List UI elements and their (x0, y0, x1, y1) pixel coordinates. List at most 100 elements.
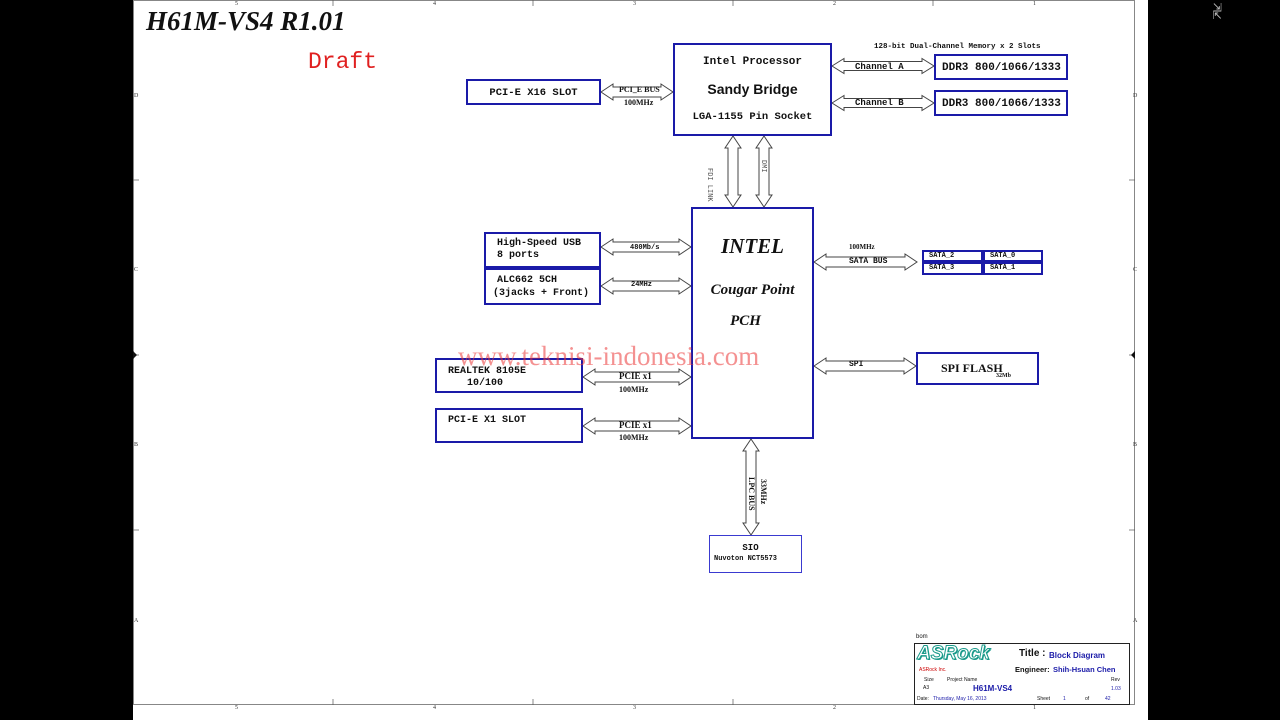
ddr3-slot-a: DDR3 800/1066/1333 (934, 54, 1068, 80)
pch-codename: Cougar Point (710, 282, 795, 298)
lpc-bus-label: LPC BUS (747, 477, 756, 511)
sheet-value: 1 (1063, 696, 1066, 702)
zone-number-top: 4 (433, 1, 436, 7)
zone-letter-right: A (1133, 618, 1138, 624)
size-label: Size (924, 677, 934, 683)
usb-speed-label: 480Mb/s (630, 244, 660, 252)
project-label: Project Name (947, 677, 978, 683)
lan-block: REALTEK 8105E 10/100 (435, 358, 583, 393)
audio-codec-detail: (3jacks + Front) (493, 288, 590, 299)
spi-flash-block: SPI FLASH 32Mb (916, 352, 1039, 385)
channel-b-label: Channel B (855, 98, 904, 108)
dmi-label: DMI (759, 160, 767, 173)
rev-label: Rev (1111, 677, 1120, 683)
sata-port-label: SATA_0 (990, 252, 1016, 260)
sata-bus-arrow (813, 253, 918, 271)
usb-ports: 8 ports (497, 250, 540, 261)
sata-port-2: SATA_2 (922, 250, 983, 262)
pcie-x1-slot: PCI-E X1 SLOT (435, 408, 583, 443)
lan-speed: 10/100 (467, 378, 504, 389)
of-value: 42 (1105, 696, 1111, 702)
zone-number-bottom: 1 (1033, 705, 1036, 711)
cpu-label: Intel Processor (702, 56, 803, 68)
exit-fullscreen-icon[interactable]: ⇲⇱ (1212, 1, 1222, 22)
zone-number-bottom: 2 (833, 705, 836, 711)
date-label: Date: (917, 696, 929, 702)
title-label: Title : (1019, 648, 1046, 659)
draft-label: Draft (308, 49, 378, 75)
fdi-link-label: FDI LINK (705, 168, 713, 202)
engineer-value: Shih-Hsuan Chen (1053, 665, 1116, 674)
project-value: H61M-VS4 (973, 684, 1013, 693)
sio-block: SIO Nuvoton NCT5573 (709, 535, 802, 573)
sata-speed-label: 100MHz (849, 243, 875, 251)
lan-bus-label: PCIE x1 (619, 371, 652, 381)
pcie-x16-label: PCI-E X16 SLOT (489, 87, 578, 99)
usb-block: High-Speed USB 8 ports (484, 232, 601, 268)
zone-number-bottom: 4 (433, 705, 436, 711)
sata-port-0: SATA_0 (983, 250, 1043, 262)
zone-letter-left: A (134, 618, 139, 624)
cpu-block: Intel Processor Sandy Bridge LGA-1155 Pi… (673, 43, 832, 136)
spi-flash-size: 32Mb (996, 373, 1011, 379)
audio-speed-label: 24MHz (631, 281, 653, 289)
center-mark (133, 351, 137, 359)
title-block: ASRock ASRock Inc. Title : Block Diagram… (914, 643, 1130, 705)
rev-value: 1.03 (1111, 686, 1121, 692)
cpu-codename: Sandy Bridge (707, 81, 798, 97)
sio-chip: Nuvoton NCT5573 (714, 555, 778, 563)
pch-block: INTEL Cougar Point PCH (691, 207, 814, 439)
sata-port-3: SATA_3 (922, 262, 983, 275)
zone-number-top: 3 (633, 1, 636, 7)
of-label: of (1085, 696, 1090, 702)
zone-number-top: 5 (235, 1, 238, 7)
fdi-link-arrow (724, 135, 742, 208)
pch-label: PCH (730, 313, 761, 329)
zone-letter-left: B (134, 442, 139, 448)
zone-letter-left: C (134, 267, 139, 273)
spi-flash-label: SPI FLASH (941, 361, 1003, 375)
ddr3-slot-a-label: DDR3 800/1066/1333 (942, 62, 1061, 74)
spi-bus-arrow (813, 357, 917, 375)
audio-codec-label: ALC662 5CH (497, 275, 558, 286)
memory-caption: 128-bit Dual-Channel Memory x 2 Slots (874, 43, 1041, 51)
zone-number-top: 2 (833, 1, 836, 7)
bom-label: bom (916, 634, 928, 640)
date-value: Thursday, May 16, 2013 (933, 696, 987, 702)
zone-letter-right: C (1133, 267, 1138, 273)
lpc-speed-label: 33MHz (759, 479, 768, 505)
sio-label: SIO (742, 543, 759, 553)
engineer-label: Engineer: (1015, 665, 1050, 674)
sata-port-1: SATA_1 (983, 262, 1043, 275)
lan-label: REALTEK 8105E (448, 366, 527, 377)
audio-codec-block: ALC662 5CH (3jacks + Front) (484, 268, 601, 305)
asrock-logo: ASRock (917, 643, 991, 665)
ddr3-slot-b: DDR3 800/1066/1333 (934, 90, 1068, 116)
ddr3-slot-b-label: DDR3 800/1066/1333 (942, 98, 1061, 110)
sata-port-label: SATA_1 (990, 264, 1016, 272)
spi-bus-label: SPI (849, 360, 864, 369)
pcie-x16-slot: PCI-E X16 SLOT (466, 79, 601, 105)
schematic-sheet: 5 4 3 2 1 5 4 3 2 1 D C B A D C B A H61M… (133, 0, 1148, 720)
sata-bus-label: SATA BUS (849, 257, 888, 266)
size-value: A3 (923, 685, 930, 691)
pcie-x1-bus-label: PCIE x1 (619, 420, 652, 430)
pch-vendor: INTEL (721, 234, 784, 258)
zone-number-bottom: 5 (235, 705, 238, 711)
zone-number-top: 1 (1033, 1, 1036, 7)
company-name: ASRock Inc. (919, 667, 947, 673)
pcie-x16-bus-label: PCI_E BUS (619, 85, 660, 94)
center-mark (1131, 351, 1135, 359)
zone-letter-right: D (1133, 93, 1138, 99)
pcie-x16-speed-label: 100MHz (624, 98, 654, 107)
channel-a-label: Channel A (855, 62, 904, 72)
usb-label: High-Speed USB (497, 238, 582, 249)
sheet-label: Sheet (1037, 696, 1051, 702)
cpu-socket: LGA-1155 Pin Socket (692, 111, 813, 123)
zone-letter-left: D (134, 93, 139, 99)
watermark: www.teknisi-indonesia.com (458, 341, 760, 371)
pcie-x1-label: PCI-E X1 SLOT (448, 415, 527, 426)
block-diagram-canvas (133, 0, 1135, 705)
pcie-x1-bus-speed: 100MHz (619, 433, 649, 442)
page-title: H61M-VS4 R1.01 (146, 6, 346, 36)
